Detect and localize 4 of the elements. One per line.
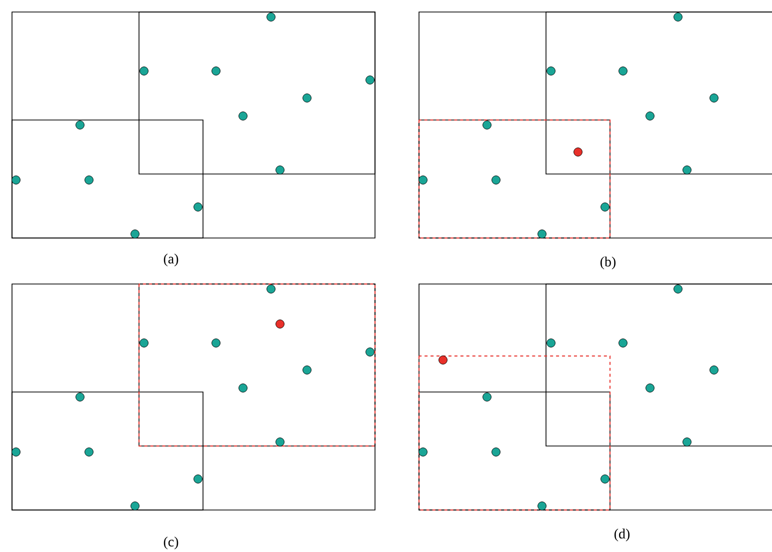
panel-label: (b) xyxy=(600,256,616,270)
panel-label: (a) xyxy=(164,254,178,266)
panel-label: (d) xyxy=(614,528,630,542)
panel-label: (c) xyxy=(164,536,178,550)
